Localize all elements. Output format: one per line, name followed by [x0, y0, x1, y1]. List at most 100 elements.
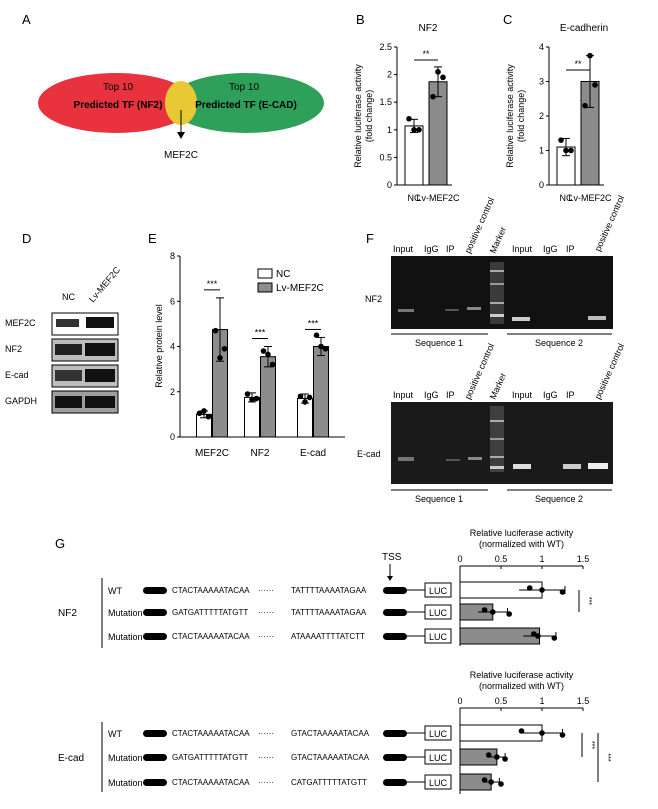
venn-result-label: MEF2C	[164, 150, 198, 161]
data-point	[551, 635, 558, 641]
luc-box	[424, 582, 452, 598]
significance-label: ***	[255, 328, 266, 338]
data-point	[539, 587, 545, 593]
gel-band	[588, 463, 608, 469]
luc-label: LUC	[429, 632, 448, 642]
panel-letter-d: D	[22, 231, 31, 246]
promoter-block	[383, 730, 407, 737]
sequence-left: GATGATTTTTATGTT	[172, 753, 248, 762]
luc-label: LUC	[429, 608, 448, 618]
data-point	[559, 589, 566, 595]
luc-label: LUC	[429, 729, 448, 739]
significance-label: ***	[604, 753, 611, 761]
data-point	[568, 147, 574, 154]
gel-band	[513, 464, 531, 469]
legend-label: NC	[276, 269, 290, 280]
y-axis-label: (fold change)	[516, 90, 526, 143]
y-tick-label: 6	[170, 296, 175, 306]
sequence-dots: ······	[258, 778, 274, 787]
tss-label: TSS	[382, 552, 402, 563]
venn-arrow-head-icon	[177, 132, 185, 139]
data-point	[269, 361, 276, 368]
chart-title: (normalized with WT)	[479, 539, 564, 549]
sequence-left: CTACTAAAAATACAA	[172, 729, 250, 738]
construct-label: Mutation 1	[108, 608, 150, 618]
sequence-right: CATGATTTTTATGTT	[291, 778, 367, 787]
bar	[313, 346, 329, 438]
chart-title: NF2	[419, 23, 438, 34]
x-tick-label: Lv-MEF2C	[568, 193, 612, 203]
construct-label: WT	[108, 729, 122, 739]
data-point	[535, 633, 541, 639]
gel-lane-label-input: Input	[393, 244, 414, 254]
chart-title: Relative luciferase activity	[470, 528, 574, 538]
sequence-2-label: Sequence 2	[535, 338, 583, 348]
promoter-block	[383, 609, 407, 616]
construct-label: WT	[108, 586, 122, 596]
sequence-right: GTACTAAAAATACAA	[291, 753, 370, 762]
tss-arrow-head-icon	[387, 576, 393, 581]
blot-band	[85, 343, 115, 356]
sequence-right: TATTTTAAAATAGAA	[291, 586, 367, 595]
luc-label: LUC	[429, 753, 448, 763]
y-tick-label: 2	[539, 111, 544, 121]
data-point	[539, 730, 545, 736]
promoter-block	[143, 779, 167, 786]
y-tick-label: 1	[539, 146, 544, 156]
gel-marker-ladder	[490, 262, 504, 324]
data-point	[322, 345, 329, 352]
panel-letter-b: B	[356, 12, 365, 27]
gel-band	[512, 317, 530, 321]
panel-f-chip-gels: Input IgG IP positive control Marker Inp…	[357, 194, 626, 504]
y-tick-label: 2	[170, 387, 175, 397]
data-point	[587, 52, 593, 59]
gene-label: E-cad	[58, 753, 84, 764]
sequence-dots: ······	[258, 729, 274, 738]
construct-label: Mutation 2	[108, 632, 150, 642]
x-tick-label: 1.5	[577, 554, 590, 564]
gel-lane-label-ip: IP	[446, 244, 455, 254]
y-tick-label: 2	[387, 70, 392, 80]
panel-letter-f: F	[366, 231, 374, 246]
data-point	[196, 410, 203, 417]
sequence-dots: ······	[258, 586, 274, 595]
data-point	[488, 779, 494, 785]
y-tick-label: 0	[170, 432, 175, 442]
gel-band	[490, 420, 504, 422]
panel-letter-e: E	[148, 231, 157, 246]
gel2-lane-label-marker: Marker	[488, 371, 509, 401]
sequence-left: CTACTAAAAATACAA	[172, 586, 250, 595]
panel-letter-c: C	[503, 12, 512, 27]
data-point	[526, 585, 533, 591]
x-tick-label: Lv-MEF2C	[416, 193, 460, 203]
blot-band	[56, 319, 79, 327]
luc-box	[424, 628, 452, 644]
gel-band	[490, 438, 504, 440]
sequence-right: ATAAAATTTTATCTT	[291, 632, 365, 641]
promoter-block	[143, 633, 167, 640]
data-point	[481, 777, 488, 783]
data-point	[217, 355, 223, 361]
bar	[404, 125, 424, 186]
gel2-lane-label-positive-control-2: positive control	[593, 342, 627, 401]
data-point	[558, 137, 564, 143]
luc-label: LUC	[429, 586, 448, 596]
gel-band	[490, 270, 504, 272]
bar	[260, 356, 276, 438]
gel-band	[563, 464, 581, 469]
x-tick-label: 1	[539, 554, 544, 564]
data-point	[406, 115, 412, 122]
data-point	[244, 391, 251, 397]
y-tick-label: 2.5	[379, 42, 392, 52]
venn-right-ellipse	[168, 73, 324, 133]
promoter-block	[383, 779, 407, 786]
sequence-1-label: Sequence 1	[415, 338, 463, 348]
gel-label-nf2: NF2	[365, 294, 382, 304]
blot-band	[55, 396, 82, 408]
panel-d-western-blot: NC Lv-MEF2C MEF2C NF2 E-cad GAPDH	[5, 265, 122, 414]
gel-lane-label-marker: Marker	[488, 225, 509, 255]
data-point	[498, 781, 504, 787]
sequence-1-label-2: Sequence 1	[415, 494, 463, 504]
sequence-dots: ······	[258, 632, 274, 641]
